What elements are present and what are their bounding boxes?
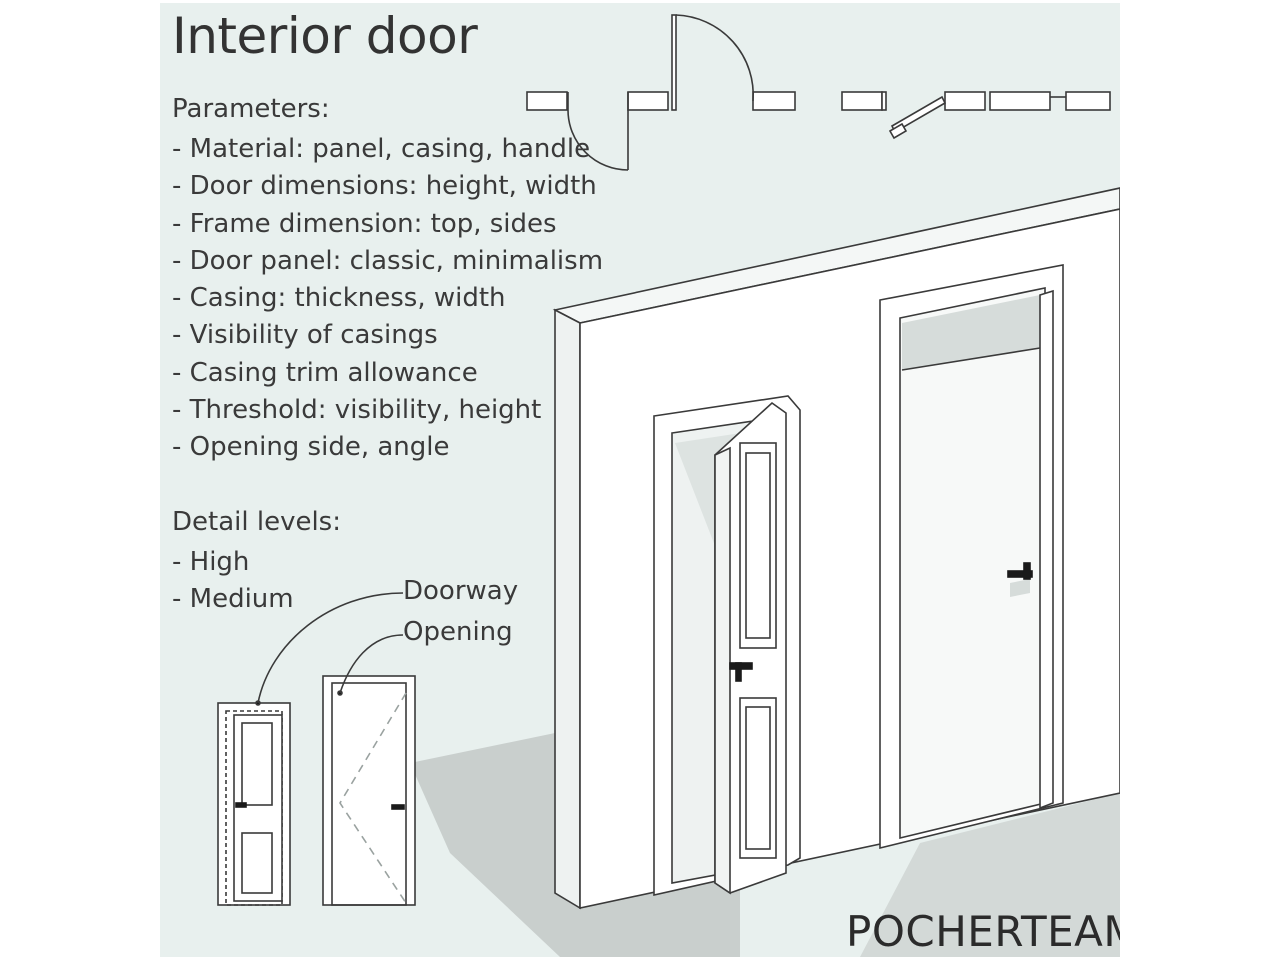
list-item: - Threshold: visibility, height (172, 395, 542, 426)
elevation-doorway (217, 700, 291, 906)
list-item: - Door dimensions: height, width (172, 171, 597, 202)
parameters-heading: Parameters: (172, 94, 330, 124)
doorway-label: Doorway (403, 576, 519, 606)
plan-view-detail-door (841, 91, 1111, 140)
door-illustration (217, 14, 1120, 957)
detail-levels-list: - High - Medium (172, 544, 294, 618)
list-item: - Door panel: classic, minimalism (172, 245, 604, 276)
page-title: Interior door (172, 7, 478, 65)
list-item: - Casing trim allowance (172, 357, 478, 388)
brand-logo-text: POCHERTEAM (846, 907, 1120, 956)
elevation-opening (322, 675, 416, 906)
list-item: - Visibility of casings (172, 320, 438, 351)
list-item: - Casing: thickness, width (172, 283, 506, 314)
list-item: - High (172, 547, 250, 577)
doorway-leader (257, 592, 404, 704)
minimal-door-3d (879, 264, 1064, 850)
list-item: - Medium (172, 584, 294, 614)
list-item: - Opening side, angle (172, 432, 450, 463)
detail-levels-heading: Detail levels: (172, 507, 341, 537)
opening-label: Opening (403, 617, 513, 647)
diagram-panel: Interior door Parameters: - Material: pa… (160, 3, 1120, 957)
classic-door-3d (653, 395, 801, 896)
list-item: - Material: panel, casing, handle (172, 134, 591, 164)
parameters-list: - Material: panel, casing, handle - Door… (172, 131, 603, 467)
opening-leader (339, 634, 404, 694)
list-item: - Frame dimension: top, sides (172, 208, 557, 239)
plan-view-swing-door (526, 14, 796, 171)
